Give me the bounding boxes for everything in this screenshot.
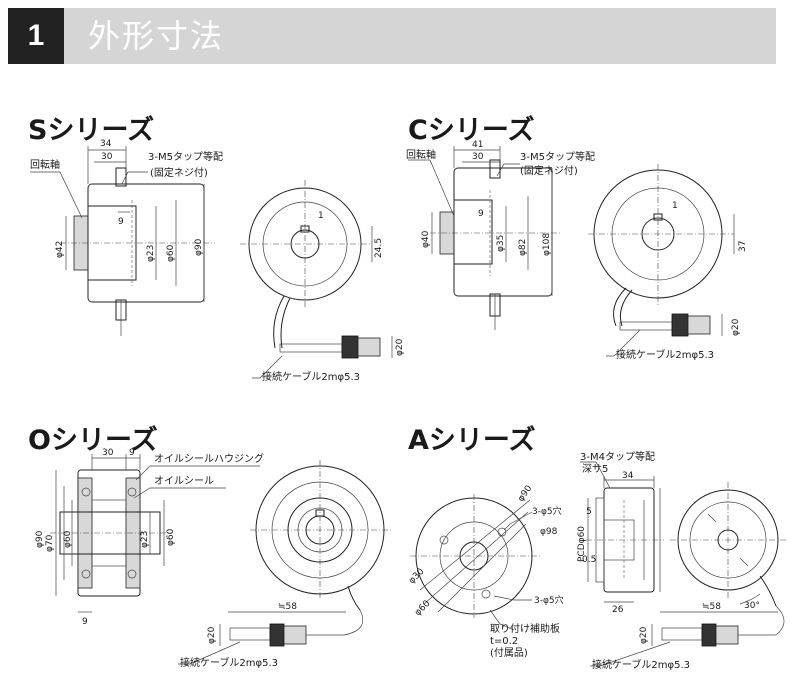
a-dim-30deg: 30°	[744, 601, 760, 611]
c-dim-phi108: φ108	[542, 233, 552, 256]
a-dim-hole-top: 3-φ5穴	[532, 505, 562, 517]
s-dim-9: 9	[118, 217, 124, 227]
a-dim-phi90: φ90	[516, 484, 534, 504]
section-number: 1	[8, 8, 64, 64]
o-dim-phi20: φ20	[207, 626, 217, 644]
s-dim-24-5: 24.5	[374, 238, 384, 258]
o-dim-phi70: φ70	[45, 534, 55, 552]
s-shaft-label: 回転軸	[30, 158, 60, 171]
o-housing-label: オイルシールハウジング	[154, 452, 264, 465]
o-series-side-view	[50, 454, 260, 613]
a-dim-26: 26	[612, 605, 624, 615]
a-plate-thickness: t=0.2	[490, 636, 518, 647]
a-dim-phi30: φ30	[407, 567, 427, 587]
section-title: 外形寸法	[88, 17, 225, 55]
c-series-side-view	[408, 146, 560, 330]
s-dim-phi42: φ42	[55, 241, 65, 258]
c-dim-phi82: φ82	[518, 239, 528, 256]
c-dim-phi35: φ35	[496, 235, 506, 252]
a-depth-label: 深サ5	[582, 463, 608, 475]
a-tap-label: 3-M4タップ等配	[580, 450, 655, 463]
c-dim-body: 30	[472, 152, 484, 162]
a-series-title: Aシリーズ	[408, 425, 536, 456]
o-dim-9-top: 9	[129, 448, 135, 458]
o-oil-seal-label: オイルシール	[154, 475, 214, 487]
c-series-front-view	[588, 164, 735, 357]
s-series-title: Sシリーズ	[28, 115, 155, 146]
s-cable-label: 接続ケーブル2mφ5.3	[262, 370, 360, 383]
s-dim-body: 30	[101, 152, 113, 162]
a-dim-0-5: 0.5	[582, 555, 596, 565]
o-dim-phi60-right: φ60	[166, 528, 176, 546]
c-tap-label: 3-M5タップ等配	[520, 150, 595, 163]
s-dim-1: 1	[318, 211, 324, 221]
s-dim-phi20: φ20	[395, 338, 405, 356]
s-series-front-view	[240, 180, 393, 379]
a-dim-hole-bottom: 3-φ5穴	[534, 594, 564, 606]
c-dim-9: 9	[478, 209, 484, 219]
a-dim-phi60: φ60	[413, 599, 433, 619]
a-series-front-view	[590, 482, 786, 667]
a-dim-58: ≒58	[702, 602, 721, 612]
o-dim-9-bottom: 9	[82, 617, 88, 627]
a-dim-phi20: φ20	[639, 626, 649, 644]
c-shaft-label: 回転軸	[406, 148, 436, 161]
a-series-side-view	[580, 461, 664, 603]
s-dim-phi23: φ23	[146, 245, 156, 262]
c-dim-1: 1	[672, 201, 678, 211]
a-cable-label: 接続ケーブル2mφ5.3	[592, 658, 690, 671]
o-series-front-view	[178, 460, 392, 665]
c-dim-phi20: φ20	[731, 318, 741, 336]
o-dim-30: 30	[102, 448, 114, 458]
a-series-plate-view	[410, 494, 540, 631]
c-series-title: Cシリーズ	[408, 115, 535, 146]
c-dim-length: 41	[472, 140, 483, 150]
s-dim-phi60: φ60	[166, 244, 176, 262]
s-tap-label: 3-M5タップ等配	[148, 150, 223, 163]
a-plate-label: 取り付け補助板	[490, 622, 560, 635]
o-dim-58: ≒58	[278, 602, 297, 612]
a-dim-5: 5	[586, 507, 592, 517]
c-cable-label: 接続ケーブル2mφ5.3	[616, 348, 714, 361]
s-dim-length: 34	[100, 139, 112, 149]
section-header: 1 外形寸法	[8, 8, 776, 64]
s-series-side-view	[30, 146, 215, 336]
a-dim-34: 34	[622, 471, 634, 481]
a-dim-pcd60: PCDφ60	[577, 526, 587, 562]
a-dim-phi98: φ98	[540, 527, 558, 537]
c-dim-37: 37	[738, 241, 748, 252]
o-series-title: Oシリーズ	[28, 425, 158, 456]
c-dim-phi40: φ40	[421, 230, 431, 248]
o-dim-phi90: φ90	[35, 530, 45, 548]
o-dim-phi23: φ23	[140, 531, 150, 548]
c-tap-note: (固定ネジ付)	[520, 164, 578, 177]
o-dim-phi60-left: φ60	[63, 530, 73, 548]
s-tap-note: (固定ネジ付)	[150, 166, 208, 179]
s-dim-phi90: φ90	[194, 238, 204, 256]
a-plate-note: (付属品)	[490, 646, 528, 659]
o-cable-label: 接続ケーブル2mφ5.3	[180, 656, 278, 669]
